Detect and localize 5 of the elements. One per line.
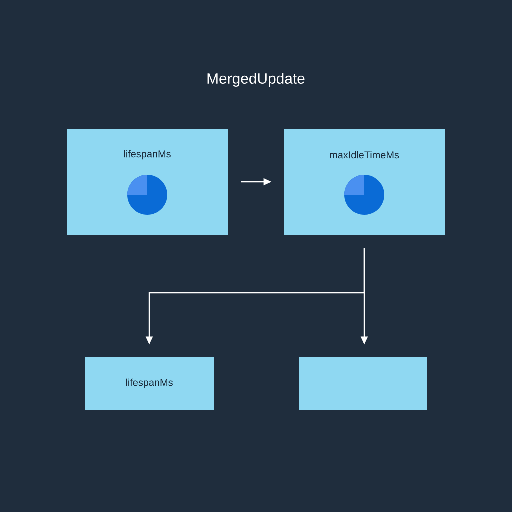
title: MergedUpdate <box>208 73 305 87</box>
process-box: lifespanMs <box>67 129 228 235</box>
process-box: maxIdleTimeMs <box>284 129 445 235</box>
empty-box <box>299 357 427 410</box>
process-box: lifespanMs <box>85 357 214 410</box>
